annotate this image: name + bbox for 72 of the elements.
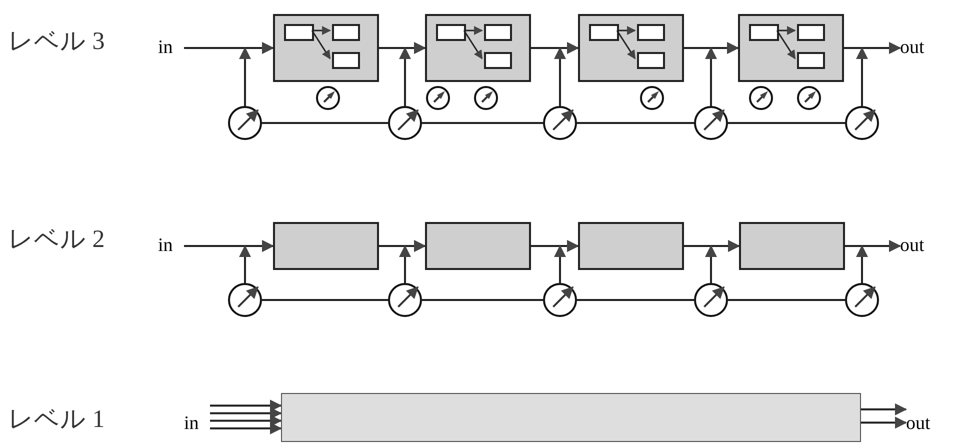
process-block bbox=[578, 14, 684, 82]
sub-block bbox=[589, 24, 619, 41]
sub-block bbox=[436, 24, 466, 41]
arrow bbox=[239, 42, 273, 106]
dial-circle bbox=[388, 283, 422, 317]
port-label: out bbox=[906, 412, 930, 436]
port-label: in bbox=[158, 234, 173, 258]
arrow bbox=[554, 240, 578, 283]
sub-block bbox=[484, 24, 512, 41]
process-block bbox=[273, 14, 379, 82]
dial-circle bbox=[543, 106, 577, 140]
arrow bbox=[554, 42, 578, 106]
process-block bbox=[738, 14, 844, 82]
dial-circle bbox=[388, 106, 422, 140]
arrow bbox=[210, 407, 282, 420]
sub-block bbox=[484, 52, 512, 69]
sub-block bbox=[637, 24, 665, 41]
dial-circle bbox=[543, 283, 577, 317]
sub-block bbox=[749, 24, 779, 41]
process-bar bbox=[281, 393, 861, 442]
arrow bbox=[856, 42, 901, 106]
arrow bbox=[856, 240, 901, 283]
arrow bbox=[464, 26, 483, 35]
connector-line bbox=[728, 122, 845, 124]
process-block bbox=[425, 14, 531, 82]
arrow bbox=[776, 30, 796, 60]
sub-block bbox=[797, 24, 825, 41]
arrow bbox=[705, 240, 739, 283]
port-label: in bbox=[158, 36, 173, 60]
arrow bbox=[210, 414, 282, 427]
port-label: in bbox=[184, 412, 199, 436]
dial-circle bbox=[845, 106, 879, 140]
level-label: レベル 1 bbox=[8, 405, 105, 435]
port-label: out bbox=[900, 234, 924, 258]
sub-block bbox=[332, 52, 360, 69]
connector-line bbox=[262, 122, 388, 124]
level-label: レベル 3 bbox=[8, 27, 105, 57]
level-label: レベル 2 bbox=[8, 225, 105, 255]
arrow bbox=[705, 42, 738, 106]
arrow bbox=[777, 26, 796, 35]
dial-circle bbox=[228, 283, 262, 317]
sub-block bbox=[332, 24, 360, 41]
dial-circle bbox=[694, 106, 728, 140]
arrow bbox=[399, 42, 425, 106]
connector-line bbox=[422, 122, 543, 124]
dial-circle bbox=[228, 106, 262, 140]
process-block bbox=[273, 222, 379, 270]
sub-block bbox=[637, 52, 665, 69]
arrow bbox=[861, 416, 907, 429]
arrow bbox=[399, 240, 425, 283]
dial-circle bbox=[694, 283, 728, 317]
connector-line bbox=[577, 122, 694, 124]
arrow bbox=[239, 240, 273, 283]
process-block bbox=[425, 222, 531, 270]
connector-line bbox=[262, 299, 388, 301]
arrow bbox=[210, 400, 282, 412]
process-block bbox=[578, 222, 684, 270]
dial-circle bbox=[845, 283, 879, 317]
arrow bbox=[616, 30, 636, 60]
arrow bbox=[463, 30, 483, 60]
sub-block bbox=[797, 52, 825, 69]
arrow bbox=[312, 26, 331, 35]
port-label: out bbox=[900, 36, 924, 60]
sub-block bbox=[284, 24, 314, 41]
arrow bbox=[861, 403, 907, 416]
process-block bbox=[739, 222, 845, 270]
connector-line bbox=[422, 299, 543, 301]
connector-line bbox=[577, 299, 694, 301]
arrow bbox=[311, 30, 331, 60]
arrow bbox=[617, 26, 636, 35]
arrow bbox=[210, 422, 282, 434]
connector-line bbox=[728, 299, 845, 301]
